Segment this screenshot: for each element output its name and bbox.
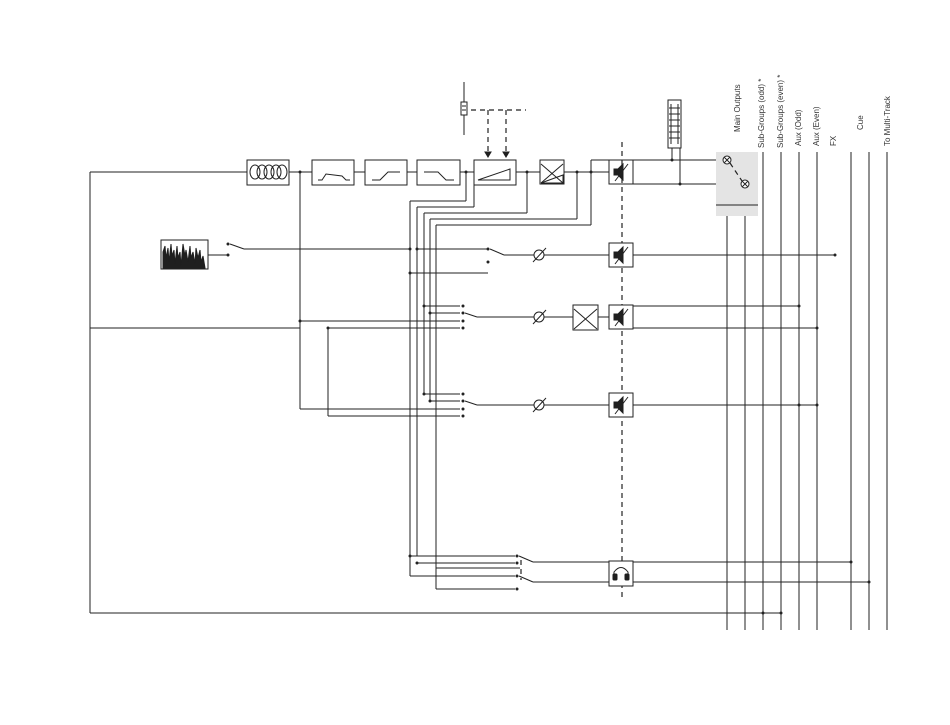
send-switch-3 [465, 401, 477, 405]
send-switch-2 [465, 313, 477, 317]
wire [462, 393, 465, 396]
wire [868, 581, 871, 584]
wire [423, 393, 426, 396]
wire [409, 248, 412, 251]
bus-label-fx: FX [829, 135, 838, 146]
wire [409, 272, 412, 275]
high-pass-block [365, 160, 407, 185]
wire [780, 612, 783, 615]
phase-coil-block [247, 160, 289, 185]
sidechain-arrow-2 [503, 152, 509, 157]
wire [409, 555, 412, 558]
level-meter [668, 100, 681, 148]
wire [516, 555, 519, 558]
bus-label-main-outputs: Main Outputs [733, 84, 742, 132]
wire [526, 171, 529, 174]
bus-label-aux-even: Aux (Even) [812, 106, 821, 146]
main-output-shade [716, 152, 758, 216]
wire [299, 171, 302, 174]
wire [487, 248, 490, 251]
wire [679, 183, 682, 186]
wire [850, 561, 853, 564]
eq-bell-block [312, 160, 354, 185]
wire [462, 312, 465, 315]
wire [465, 171, 468, 174]
wire [462, 415, 465, 418]
bus-lines [727, 152, 887, 630]
wire [671, 159, 674, 162]
wire [462, 305, 465, 308]
wire [227, 254, 230, 257]
send-row-3 [424, 393, 819, 418]
send-row-1 [487, 243, 837, 267]
wire [516, 562, 519, 565]
wire [423, 305, 426, 308]
wire [487, 261, 490, 264]
bus-label-cue: Cue [856, 115, 865, 130]
wire [416, 248, 419, 251]
headphone-block [609, 561, 633, 586]
send-switch-1 [490, 249, 504, 255]
wire [798, 305, 801, 308]
send-row-2 [424, 305, 819, 331]
wire [816, 404, 819, 407]
wire [299, 320, 302, 323]
bus-label-to-multi-track: To Multi-Track [883, 95, 892, 146]
wire [462, 327, 465, 330]
sidechain-arrow-1 [485, 152, 491, 157]
wire [462, 400, 465, 403]
wire [590, 171, 593, 174]
bus-label-sub-groups-even: Sub-Groups (even) * [776, 75, 785, 148]
wire [816, 327, 819, 330]
wire [516, 588, 519, 591]
wire [227, 243, 230, 246]
wire [416, 562, 419, 565]
wire [834, 254, 837, 257]
junction-dots [299, 159, 783, 615]
wire [798, 404, 801, 407]
recorder-switch [230, 244, 244, 249]
routing-trunks [299, 160, 610, 576]
wire [462, 408, 465, 411]
wire [429, 312, 432, 315]
recorder-input [161, 240, 410, 269]
wire [516, 575, 519, 578]
bus-label-aux-odd: Aux (Odd) [794, 109, 803, 146]
wire [462, 320, 465, 323]
bus-label-sub-groups-odd: Sub-Groups (odd) * [757, 79, 766, 148]
sidechain-fader-cap [461, 102, 467, 115]
wire [762, 612, 765, 615]
wire [429, 400, 432, 403]
wire [576, 171, 579, 174]
cue-row [410, 555, 871, 591]
bus-labels: Main Outputs Sub-Groups (odd) * Sub-Grou… [733, 75, 892, 148]
wire [327, 327, 330, 330]
